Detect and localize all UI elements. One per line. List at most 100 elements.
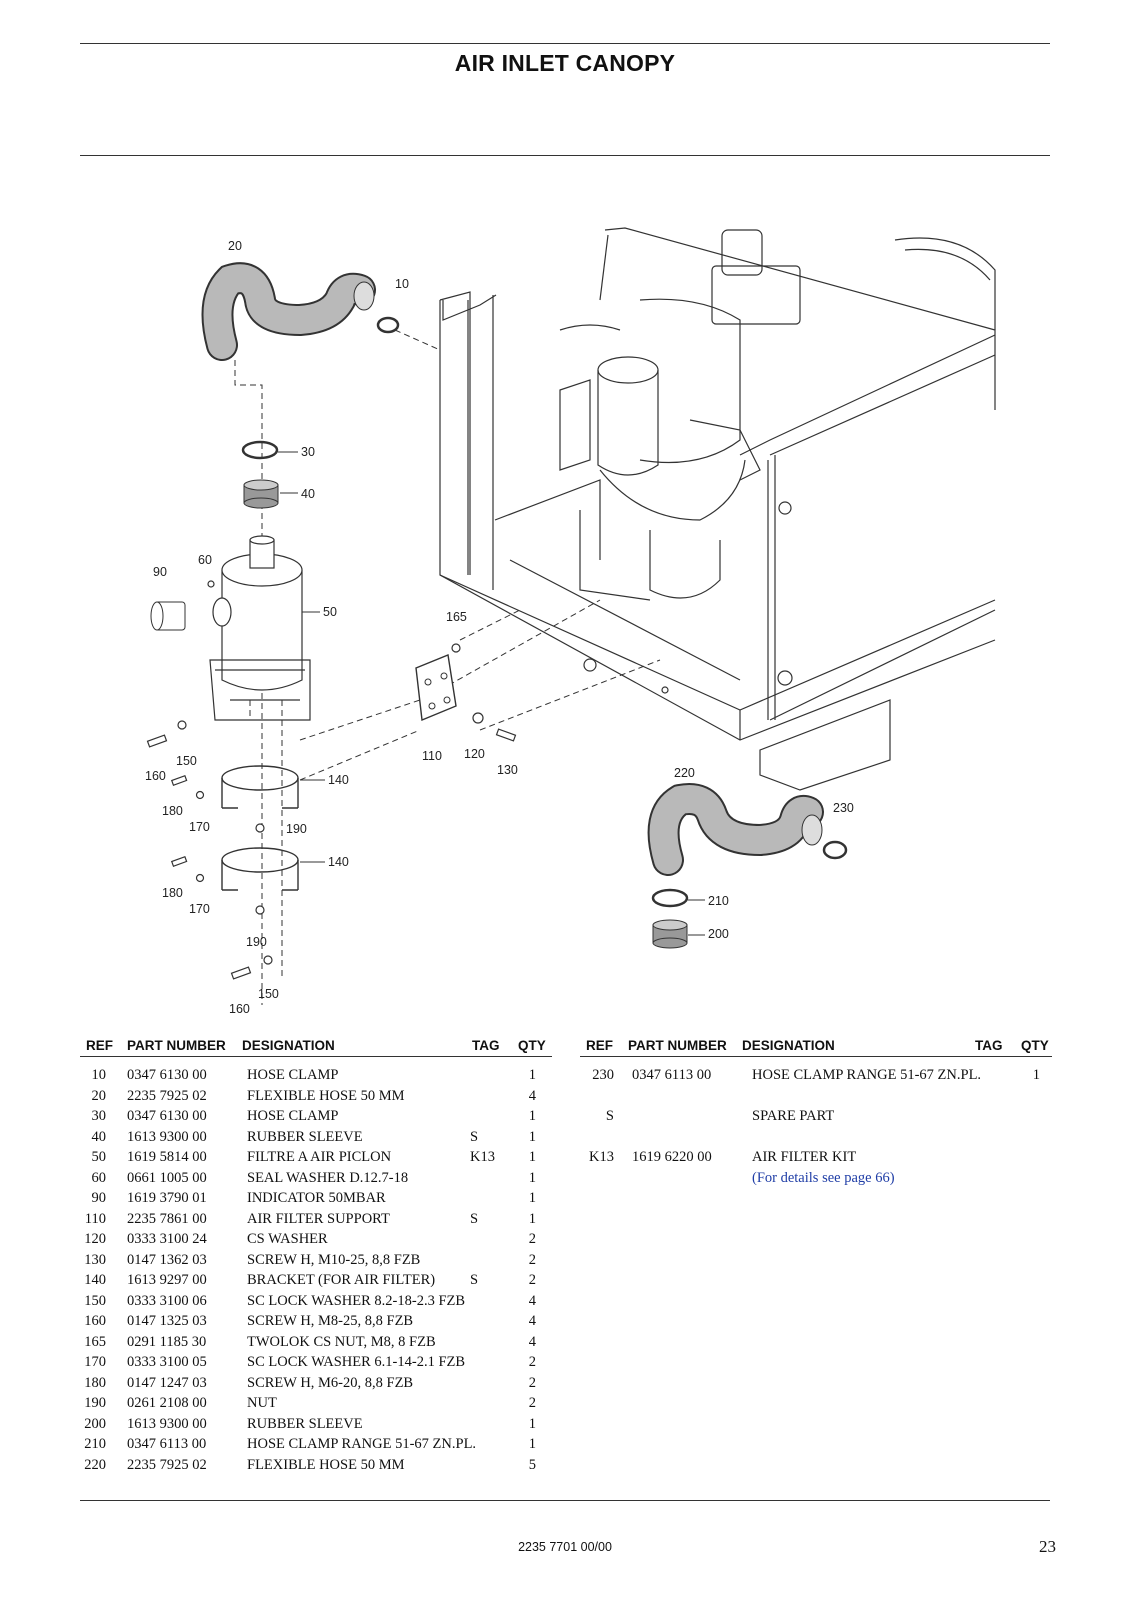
cell-qty: 1 [528, 1190, 536, 1206]
cell-ref: 190 [84, 1395, 106, 1411]
flexible-hose-20 [201, 262, 376, 361]
cell-desig: HOSE CLAMP RANGE 51-67 ZN.PL. [247, 1436, 477, 1452]
cell-desig: HOSE CLAMP RANGE 51-67 ZN.PL. [752, 1067, 982, 1083]
compressor-housing [439, 227, 996, 791]
callout-170-lower: 170 [189, 902, 210, 916]
cell-desig: AIR FILTER SUPPORT [247, 1210, 390, 1227]
cell-part: 0661 1005 00 [127, 1169, 207, 1186]
cell-desig: SCREW H, M6-20, 8,8 FZB [247, 1374, 414, 1391]
cell-qty: 2 [528, 1354, 536, 1370]
cell-desig: RUBBER SLEEVE [247, 1128, 363, 1145]
cell-desig: BRACKET (FOR AIR FILTER) [247, 1272, 436, 1288]
cell-desig: (For details see page 66) [752, 1169, 895, 1186]
cell-ref: 130 [84, 1251, 106, 1268]
cell-ref: 230 [592, 1067, 614, 1083]
cell-desig: NUT [247, 1395, 277, 1411]
cell-ref: 150 [84, 1292, 106, 1309]
cell-part: 1613 9297 00 [127, 1272, 207, 1288]
cell-qty: 1 [528, 1067, 536, 1083]
cell-ref: 20 [91, 1087, 107, 1104]
col-designation: DESIGNATION [742, 1038, 835, 1053]
cell-desig: SCREW H, M8-25, 8,8 FZB [247, 1313, 414, 1329]
cell-ref: 110 [84, 1210, 106, 1227]
col-ref: REF [86, 1038, 113, 1053]
callout-150-lower: 150 [258, 987, 279, 1001]
cell-qty: 4 [528, 1333, 536, 1350]
col-part-number: PART NUMBER [127, 1038, 226, 1053]
callout-210: 210 [708, 894, 729, 908]
callout-190-lower: 190 [246, 935, 267, 949]
callout-160-lower: 160 [229, 1002, 250, 1016]
cell-qty: 2 [528, 1272, 536, 1288]
cell-part: 0347 6130 00 [127, 1108, 207, 1124]
cell-ref: 170 [84, 1354, 106, 1370]
cell-qty: 4 [528, 1087, 536, 1104]
cell-desig: FLEXIBLE HOSE 50 MM [247, 1087, 405, 1104]
indicator-90 [150, 601, 186, 631]
cell-qty: 1 [528, 1436, 536, 1452]
cell-qty: 1 [528, 1169, 536, 1186]
bracket-140-upper [221, 765, 299, 809]
cell-part: 1613 9300 00 [127, 1128, 207, 1145]
cell-qty: 1 [1032, 1067, 1040, 1083]
cell-desig: INDICATOR 50MBAR [247, 1190, 386, 1206]
cell-ref: 50 [91, 1149, 107, 1165]
air-filter-50 [209, 535, 311, 721]
table-row: (For details see page 66) [580, 1170, 1052, 1191]
bracket-140-lower [221, 847, 299, 891]
cell-part: 0347 6130 00 [127, 1067, 207, 1083]
table-row: 20 2235 7925 02 FLEXIBLE HOSE 50 MM 4 [80, 1088, 552, 1109]
cell-qty: 1 [528, 1108, 536, 1124]
cell-tag: S [470, 1272, 479, 1288]
cell-part: 0333 3100 06 [127, 1292, 207, 1309]
cell-part: 1619 6220 00 [632, 1149, 712, 1165]
cell-part: 0147 1362 03 [127, 1251, 207, 1268]
cell-part: 0333 3100 24 [127, 1231, 207, 1247]
cell-part: 2235 7925 02 [127, 1087, 207, 1104]
cell-tag: S [470, 1128, 479, 1145]
cell-desig: FLEXIBLE HOSE 50 MM [247, 1456, 405, 1473]
cell-part: 1619 5814 00 [127, 1149, 207, 1165]
callout-30: 30 [301, 445, 315, 459]
footer-rule [80, 1500, 1050, 1501]
callout-200: 200 [708, 927, 729, 941]
col-tag: TAG [975, 1038, 1003, 1053]
callout-180-upper: 180 [162, 804, 183, 818]
cell-desig: SC LOCK WASHER 6.1-14-2.1 FZB [247, 1354, 466, 1370]
callout-20: 20 [228, 239, 242, 253]
cell-ref: 220 [84, 1456, 106, 1473]
cell-ref: 200 [84, 1415, 106, 1432]
callout-120: 120 [464, 747, 485, 761]
cell-part: 0147 1325 03 [127, 1313, 207, 1329]
cell-part: 1619 3790 01 [127, 1190, 207, 1206]
cell-desig: AIR FILTER KIT [752, 1149, 857, 1165]
cell-desig: FILTRE A AIR PICLON [247, 1149, 392, 1165]
page-number: 23 [1039, 1537, 1056, 1556]
callout-110: 110 [422, 749, 442, 763]
cell-ref: 60 [91, 1169, 107, 1186]
callout-50: 50 [323, 605, 337, 619]
document-number: 2235 7701 00/00 [518, 1540, 612, 1554]
exploded-parts-drawing: 20 10 30 40 60 90 50 165 150 160 110 120… [145, 227, 996, 1016]
cell-desig: HOSE CLAMP [247, 1108, 339, 1124]
callout-230: 230 [833, 801, 854, 815]
cell-ref: 40 [91, 1128, 107, 1145]
table-row [580, 1129, 1052, 1150]
callout-170-upper: 170 [189, 820, 210, 834]
cell-qty: 4 [528, 1313, 536, 1329]
separator-cylinder [559, 298, 761, 601]
